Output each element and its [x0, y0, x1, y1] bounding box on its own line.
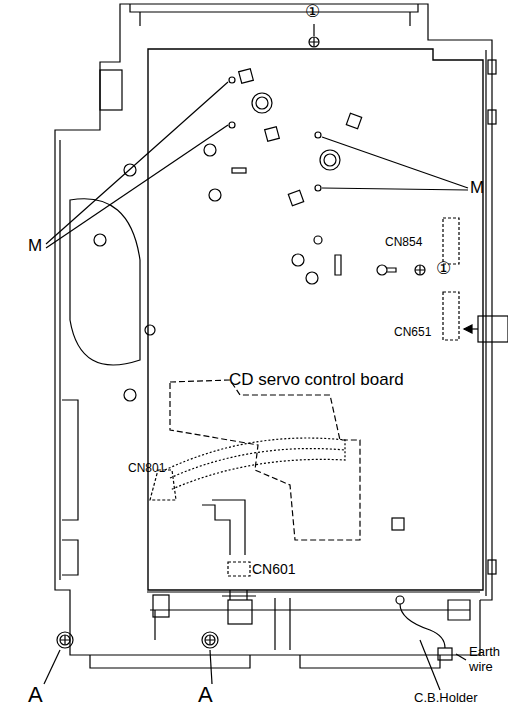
connector-name: CN601: [252, 561, 296, 577]
part-letter: M: [28, 236, 42, 256]
circuit-board: CD servo control board: [147, 48, 485, 592]
board-outline: [147, 48, 485, 592]
screw-letter: A: [198, 682, 213, 707]
connector-name: CN854: [385, 236, 422, 250]
callout-number: ①: [436, 259, 451, 279]
part-name: C.B.Holder: [414, 691, 478, 706]
part-name: Earth wire: [469, 645, 505, 675]
callout-number: ①: [305, 2, 320, 22]
connector-name: CN801: [128, 462, 165, 476]
screw-letter: A: [28, 682, 43, 707]
connector-name: CN651: [394, 326, 431, 340]
part-letter: M: [470, 178, 484, 198]
board-title: CD servo control board: [229, 370, 404, 390]
